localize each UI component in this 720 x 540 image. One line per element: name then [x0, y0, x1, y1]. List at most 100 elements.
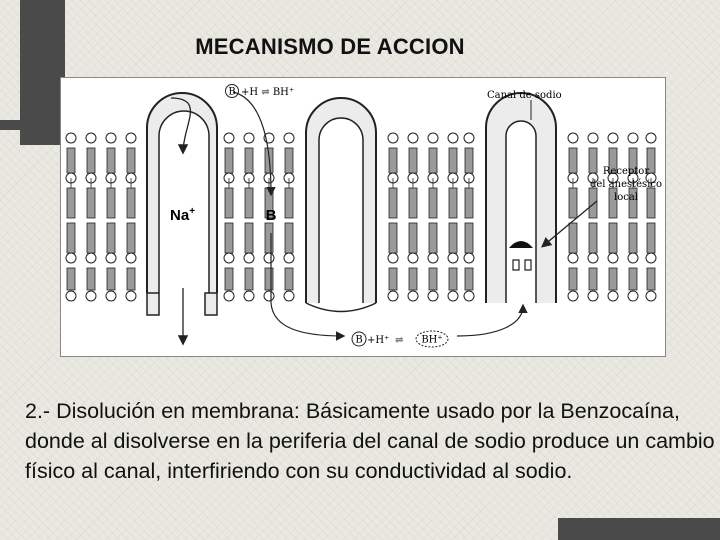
lipid-head [627, 132, 639, 144]
decorative-left-bar [0, 120, 90, 130]
lipid-tail [86, 267, 96, 291]
lipid-tail [646, 187, 656, 219]
lipid-head [587, 290, 599, 302]
lipid-head [105, 290, 117, 302]
lipid-tail [264, 267, 274, 291]
lipid-tail [448, 187, 458, 219]
lipid-tail [448, 147, 458, 174]
lipid-head [427, 290, 439, 302]
lipid-head [427, 132, 439, 144]
lipid-head [645, 252, 657, 264]
lipid-head [447, 290, 459, 302]
lipid-head [223, 252, 235, 264]
lipid-tail [86, 222, 96, 254]
lipid-tail [588, 187, 598, 219]
lipid-tail [66, 147, 76, 174]
lipid-head [607, 290, 619, 302]
top-base-label: B [228, 87, 235, 98]
top-equation-text: +H ⇌ BH⁺ [241, 87, 294, 98]
receptor-label-line-1: Receptor [603, 166, 649, 177]
lipid-head [645, 132, 657, 144]
drug-base-label: B [266, 207, 277, 224]
channel-label: Canal de sodio [487, 90, 562, 101]
channel-with-receptor [485, 92, 557, 303]
lipid-tail [244, 147, 254, 174]
lipid-head [283, 132, 295, 144]
drug-entry-arrow [232, 91, 276, 197]
lipid-tail [284, 222, 294, 254]
top-base-circle [225, 84, 239, 98]
lipid-tail [646, 267, 656, 291]
lipid-head [567, 132, 579, 144]
lipid-tail [588, 222, 598, 254]
lipid-head [85, 132, 97, 144]
receptor-site [509, 241, 533, 248]
lipid-tail [408, 187, 418, 219]
lipid-head [407, 132, 419, 144]
bottom-base-label: B [355, 335, 362, 346]
lipid-head [263, 252, 275, 264]
lipid-head [463, 132, 475, 144]
lipid-tail [284, 147, 294, 174]
lipid-head [463, 290, 475, 302]
channel-middle [305, 97, 377, 313]
lipid-tail [568, 187, 578, 219]
lipid-tail [588, 147, 598, 174]
slide-body-text: 2.- Disolución en membrana: Básicamente … [25, 399, 715, 483]
lipid-head [125, 252, 137, 264]
lipid-head [223, 290, 235, 302]
lipid-tail [224, 267, 234, 291]
lipid-tail [568, 267, 578, 291]
membrane-diagram: B +H ⇌ BH⁺ Canal de sodio Receptor del a… [65, 84, 662, 348]
lipid-tail [66, 222, 76, 254]
lipid-tail [628, 147, 638, 174]
lipid-tail [244, 267, 254, 291]
lipid-head [65, 290, 77, 302]
lipid-head [587, 132, 599, 144]
lipid-head [105, 132, 117, 144]
lipid-head [387, 132, 399, 144]
lipid-tail [224, 222, 234, 254]
lipid-tail [126, 147, 136, 174]
lipid-tail [646, 222, 656, 254]
lipid-tail [428, 267, 438, 291]
lipid-head [447, 132, 459, 144]
lipid-tail [568, 147, 578, 174]
lipid-head [387, 252, 399, 264]
lipid-tail [428, 147, 438, 174]
lipid-head [283, 290, 295, 302]
bottom-base-circle [351, 331, 367, 347]
lipid-head [607, 132, 619, 144]
lipid-head [105, 252, 117, 264]
lipid-head [627, 290, 639, 302]
receptor-pointer-arrow [541, 200, 598, 248]
lipid-tail [388, 147, 398, 174]
lipid-tail [264, 222, 274, 254]
lipid-tail [388, 267, 398, 291]
lipid-tail [568, 222, 578, 254]
lipid-tail [464, 147, 474, 174]
lipid-tail [628, 222, 638, 254]
receptor-label-line-2: del anestésico [590, 179, 662, 190]
lipid-tail [244, 222, 254, 254]
lipid-tail [646, 147, 656, 174]
decorative-bottom-right-bar [558, 518, 720, 540]
lipid-head [125, 290, 137, 302]
lipid-tail [464, 267, 474, 291]
lipid-head [567, 290, 579, 302]
lipid-tail [428, 222, 438, 254]
lipid-tail [106, 147, 116, 174]
lipid-tail [408, 267, 418, 291]
lipid-tail [388, 222, 398, 254]
lipid-head [243, 132, 255, 144]
influx-arrow [170, 97, 191, 155]
lipid-tail [588, 267, 598, 291]
bottom-acid-ellipse [415, 330, 449, 348]
lipid-head [65, 252, 77, 264]
lipid-tail [66, 267, 76, 291]
lipid-tail [428, 187, 438, 219]
bottom-equilibrium-arrow: ⇌ [395, 335, 404, 346]
lipid-head [645, 290, 657, 302]
lipid-tail [608, 222, 618, 254]
lipid-tail [608, 267, 618, 291]
